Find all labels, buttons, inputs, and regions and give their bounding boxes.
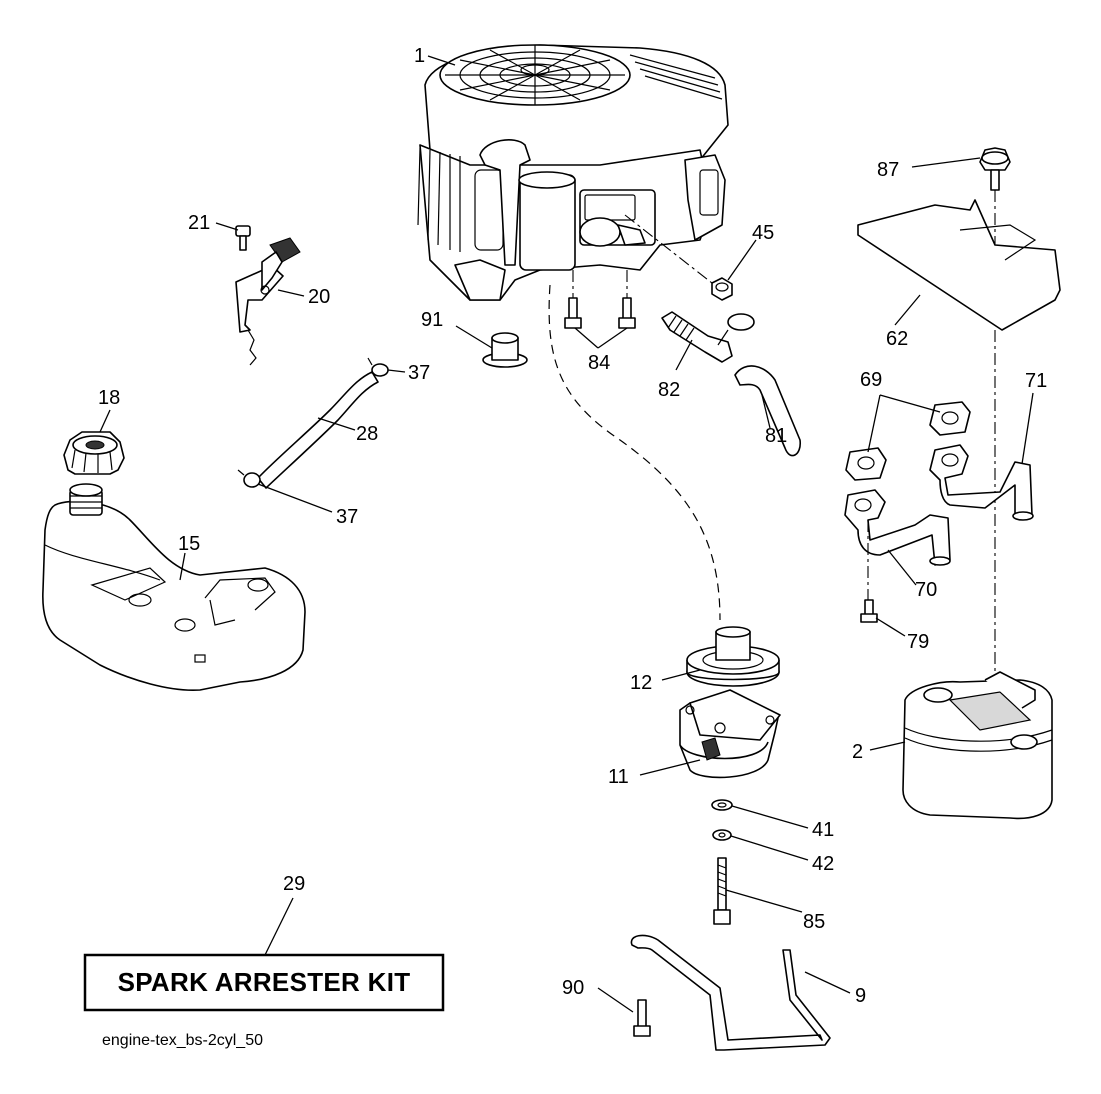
callout-70: 70: [915, 579, 937, 601]
callout-87: 87: [877, 159, 899, 181]
leader-lines: [99, 55, 1034, 1013]
callout-81: 81: [765, 425, 787, 447]
washer-part-41: [711, 799, 733, 811]
bolt-part-21: [235, 225, 251, 251]
bolts-part-84: [564, 270, 636, 329]
exhaust-pipe-part-71: [929, 444, 1034, 521]
callout-9: 9: [855, 985, 866, 1007]
callout-12: 12: [630, 672, 652, 694]
hose-part-81: [734, 365, 801, 457]
clamp-part-37-lower: [237, 469, 261, 488]
callout-82: 82: [658, 379, 680, 401]
callout-18: 18: [98, 387, 120, 409]
fuel-cap-part-18: [63, 431, 125, 475]
callout-62: 62: [886, 328, 908, 350]
callout-71: 71: [1025, 370, 1047, 392]
callout-42: 42: [812, 853, 834, 875]
bolt-part-90: [633, 999, 651, 1037]
callout-labels: 1 2 9 11 12 15 18 20 21 28 29 37 37 41 4…: [98, 45, 1047, 1007]
callout-29: 29: [283, 873, 305, 895]
callout-37-upper: 37: [408, 362, 430, 384]
nut-part-45: [624, 214, 733, 301]
callout-2: 2: [852, 741, 863, 763]
clutch-part-11: [679, 689, 781, 779]
callout-11: 11: [608, 766, 629, 788]
callout-45: 45: [752, 222, 774, 244]
spark-arrester-kit-box: [83, 953, 445, 1012]
callout-85: 85: [803, 911, 825, 933]
bolt-part-85: [713, 857, 731, 925]
callout-90: 90: [562, 977, 584, 999]
pulley-part-12: [686, 626, 780, 687]
fuel-valve-part-82: [661, 311, 755, 363]
engine-part-1: [417, 44, 729, 621]
fuel-tank-part-15: [42, 483, 306, 692]
callout-84: 84: [588, 352, 610, 374]
bolt-part-79: [860, 599, 878, 623]
callout-41: 41: [812, 819, 834, 841]
muffler-part-2: [902, 671, 1053, 820]
rod-part-9: [630, 934, 831, 1051]
callout-15: 15: [178, 533, 200, 555]
callout-79: 79: [907, 631, 929, 653]
callout-21: 21: [188, 212, 210, 234]
spark-arrester-kit-label: SPARK ARRESTER KIT: [118, 967, 411, 997]
callout-28: 28: [356, 423, 378, 445]
cover-plate-part-62: [857, 199, 1061, 680]
knob-part-87: [979, 147, 1011, 250]
callout-69: 69: [860, 369, 882, 391]
callout-20: 20: [308, 286, 330, 308]
diagram-caption: engine-tex_bs-2cyl_50: [102, 1032, 263, 1049]
spacer-part-91: [482, 332, 528, 368]
bracket-part-20: [235, 237, 301, 366]
fuel-line-part-28: [257, 371, 379, 489]
gaskets-part-69: [845, 401, 971, 481]
lock-washer-part-42: [712, 829, 732, 841]
callout-1: 1: [414, 45, 425, 67]
crankshaft-centerline: [548, 284, 721, 621]
exhaust-pipe-part-70: [844, 489, 951, 600]
callout-91: 91: [421, 309, 443, 331]
callout-37-lower: 37: [336, 506, 358, 528]
